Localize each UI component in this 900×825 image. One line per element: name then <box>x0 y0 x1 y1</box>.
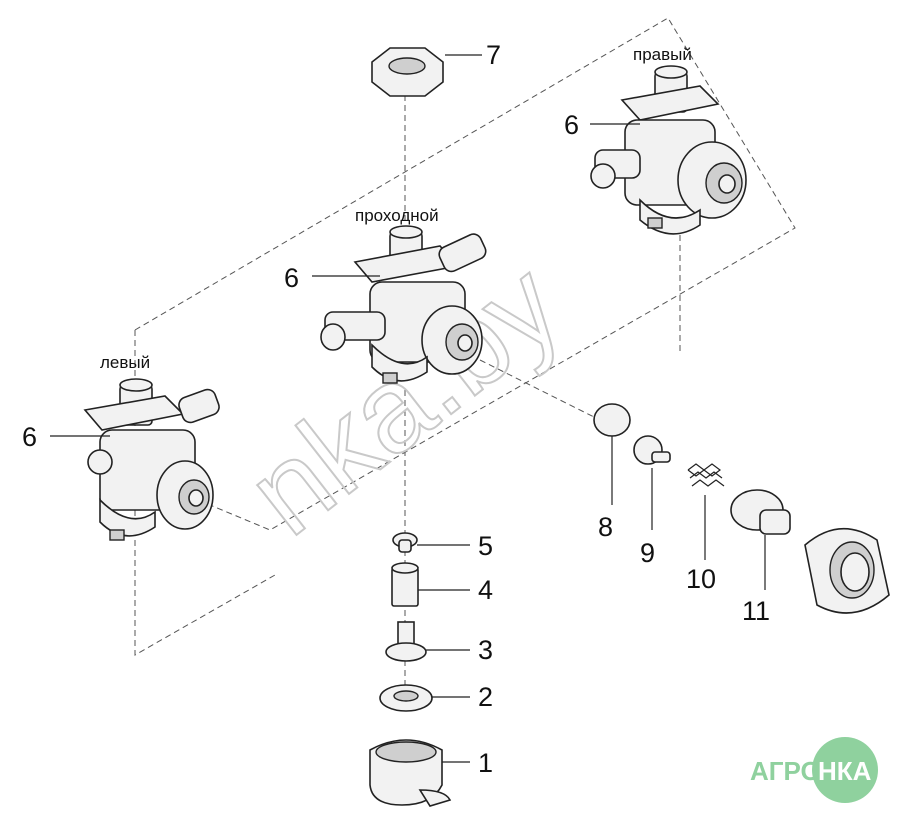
part-number-1: 1 <box>478 748 493 778</box>
part-4-sleeve <box>391 562 470 607</box>
valve-left <box>50 378 220 541</box>
part-9-piston <box>633 435 671 530</box>
part-5-valve-cap <box>392 532 470 553</box>
part-number-6-right: 6 <box>564 110 579 140</box>
part-7-hex-nut <box>371 47 482 97</box>
valve-right <box>590 65 747 235</box>
part-10-spring <box>687 463 725 560</box>
part-number-6-through: 6 <box>284 263 299 293</box>
part-number-5: 5 <box>478 531 493 561</box>
label-right-valve: правый <box>633 45 692 64</box>
part-number-8: 8 <box>598 512 613 542</box>
logo-text-left: АГРО <box>750 756 821 786</box>
part-8-diaphragm <box>593 403 631 505</box>
part-number-7: 7 <box>486 40 501 70</box>
label-left-valve: левый <box>100 353 150 372</box>
union-nut <box>804 527 890 614</box>
part-number-10: 10 <box>686 564 716 594</box>
part-number-3: 3 <box>478 635 493 665</box>
part-number-9: 9 <box>640 538 655 568</box>
part-number-6-left: 6 <box>22 422 37 452</box>
part-number-4: 4 <box>478 575 493 605</box>
part-number-11: 11 <box>742 596 770 626</box>
agronka-logo: АГРО НКА <box>750 737 878 803</box>
part-2-washer <box>379 684 470 712</box>
part-number-2: 2 <box>478 682 493 712</box>
part-3-insert <box>385 621 470 662</box>
valve-through <box>312 225 487 384</box>
label-through-valve: проходной <box>355 206 439 225</box>
part-1-cap-nut <box>369 739 470 807</box>
logo-text-right: НКА <box>818 756 872 786</box>
part-11-plunger <box>730 489 791 590</box>
